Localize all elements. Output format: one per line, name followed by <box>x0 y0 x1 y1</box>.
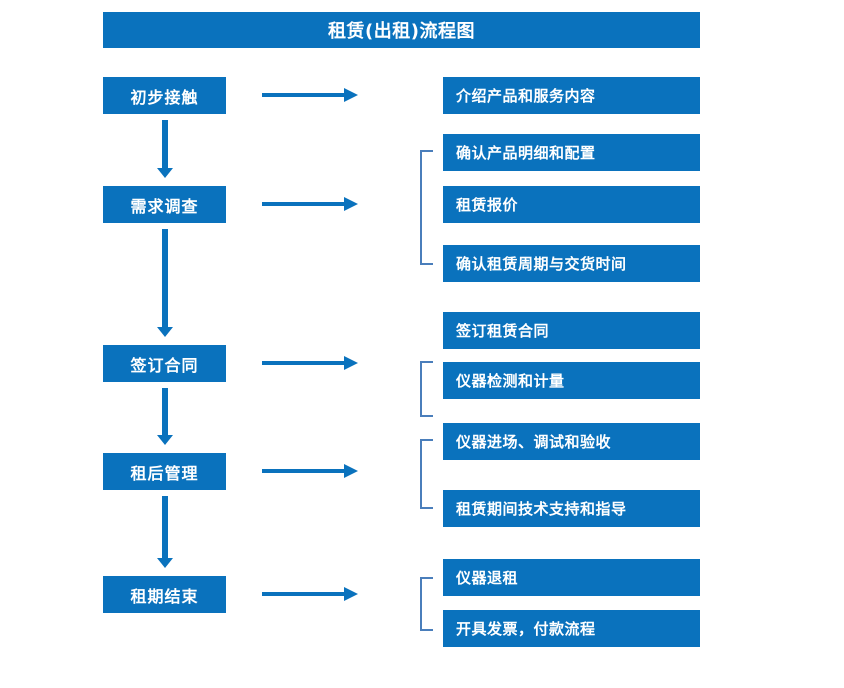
group-bracket-5 <box>420 577 433 631</box>
detail-box-8[interactable]: 租赁期间技术支持和指导 <box>443 490 700 527</box>
detail-box-4[interactable]: 确认租赁周期与交货时间 <box>443 245 700 282</box>
horizontal-arrow-5 <box>262 587 358 601</box>
group-bracket-2 <box>420 150 433 265</box>
detail-box-1[interactable]: 介绍产品和服务内容 <box>443 77 700 114</box>
detail-box-3[interactable]: 租赁报价 <box>443 186 700 223</box>
page-title: 租赁(出租)流程图 <box>103 12 700 48</box>
horizontal-arrow-1 <box>262 88 358 102</box>
detail-box-6[interactable]: 仪器检测和计量 <box>443 362 700 399</box>
vertical-arrow-1-to-2 <box>157 120 173 180</box>
horizontal-arrow-4 <box>262 464 358 478</box>
detail-box-9[interactable]: 仪器退租 <box>443 559 700 596</box>
stage-box-4[interactable]: 租后管理 <box>103 453 226 490</box>
vertical-arrow-4-to-5 <box>157 496 173 570</box>
vertical-arrow-3-to-4 <box>157 388 173 447</box>
stage-box-3[interactable]: 签订合同 <box>103 345 226 382</box>
horizontal-arrow-3 <box>262 356 358 370</box>
detail-box-7[interactable]: 仪器进场、调试和验收 <box>443 423 700 460</box>
detail-box-2[interactable]: 确认产品明细和配置 <box>443 134 700 171</box>
group-bracket-3 <box>420 361 433 417</box>
vertical-arrow-2-to-3 <box>157 229 173 339</box>
detail-box-5[interactable]: 签订租赁合同 <box>443 312 700 349</box>
stage-box-2[interactable]: 需求调查 <box>103 186 226 223</box>
detail-box-10[interactable]: 开具发票，付款流程 <box>443 610 700 647</box>
horizontal-arrow-2 <box>262 197 358 211</box>
stage-box-1[interactable]: 初步接触 <box>103 77 226 114</box>
group-bracket-4 <box>420 439 433 509</box>
stage-box-5[interactable]: 租期结束 <box>103 576 226 613</box>
